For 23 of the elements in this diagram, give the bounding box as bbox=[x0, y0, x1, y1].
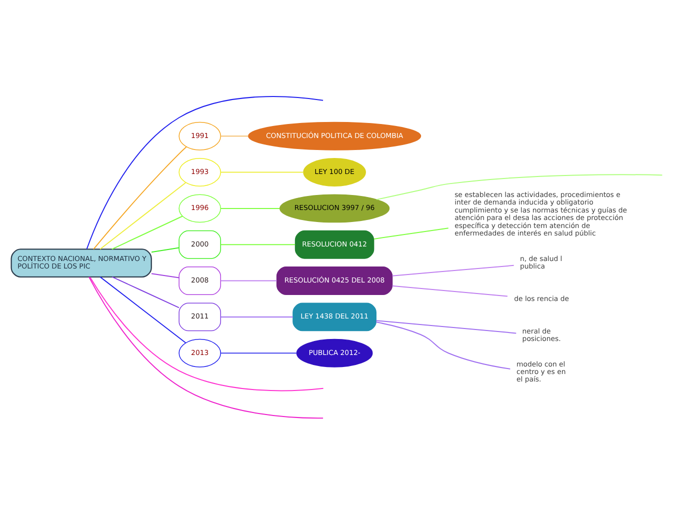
connector bbox=[100, 276, 186, 344]
connector bbox=[220, 316, 294, 318]
connector bbox=[220, 244, 296, 246]
connector bbox=[90, 276, 324, 392]
connector bbox=[88, 276, 324, 419]
connector bbox=[151, 247, 180, 253]
connector bbox=[112, 276, 180, 308]
connector bbox=[111, 216, 183, 250]
connector bbox=[86, 96, 324, 250]
connector bbox=[220, 136, 249, 137]
connector bbox=[376, 320, 517, 334]
connector bbox=[376, 322, 511, 370]
connector bbox=[373, 228, 449, 240]
connector bbox=[376, 174, 663, 200]
connector bbox=[151, 273, 180, 278]
connector bbox=[100, 182, 186, 250]
connector bbox=[392, 264, 514, 276]
connector bbox=[220, 352, 298, 354]
connector bbox=[392, 285, 508, 297]
connector bbox=[220, 280, 278, 282]
connector bbox=[93, 146, 187, 250]
connector bbox=[220, 172, 304, 173]
connector bbox=[220, 208, 280, 209]
